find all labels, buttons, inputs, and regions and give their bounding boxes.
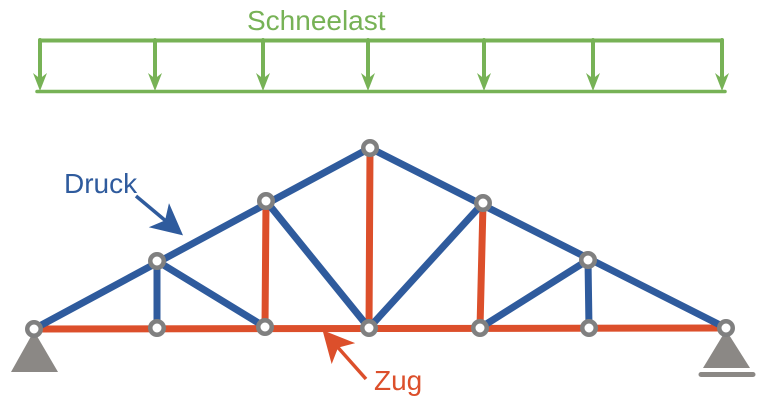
tension-member	[365, 145, 374, 332]
compression-member	[584, 256, 593, 332]
truss-joint	[360, 319, 378, 337]
compression-member	[365, 199, 487, 332]
compression-pointer-arrow-icon	[134, 194, 184, 236]
compression-member	[262, 197, 373, 332]
tension-pointer-arrow-icon	[322, 330, 368, 381]
tension-member	[476, 200, 487, 332]
snow-load-arrowhead-icon	[256, 73, 270, 91]
snow-load-label: Schneelast	[247, 5, 386, 36]
compression-member	[30, 144, 374, 333]
truss-joint	[579, 251, 597, 269]
compression-member	[366, 144, 730, 332]
truss-joint	[580, 319, 598, 337]
snow-load-arrowhead-icon	[586, 73, 600, 91]
tension-member	[30, 324, 730, 333]
snow-load-arrowhead-icon	[148, 73, 162, 91]
truss-joint	[717, 319, 735, 337]
roller-support-icon	[703, 330, 750, 368]
truss-joint	[361, 139, 379, 157]
snow-load-arrowhead-icon	[33, 73, 47, 91]
truss-joint	[474, 194, 492, 212]
compression-label: Druck	[64, 168, 138, 199]
truss-joint	[148, 319, 166, 337]
snow-load-arrowhead-icon	[361, 73, 375, 91]
truss-joint	[256, 318, 274, 336]
tension-label: Zug	[374, 365, 423, 396]
truss-joint	[25, 320, 43, 338]
tension-member	[261, 198, 270, 331]
pin-support-icon	[11, 331, 58, 372]
snow-load-arrowhead-icon	[477, 73, 491, 91]
truss-joint	[257, 192, 275, 210]
compression-member	[476, 256, 592, 332]
snow-load-arrowhead-icon	[715, 73, 729, 91]
truss-joint	[471, 319, 489, 337]
truss-joint	[148, 252, 166, 270]
compression-member	[153, 257, 269, 331]
